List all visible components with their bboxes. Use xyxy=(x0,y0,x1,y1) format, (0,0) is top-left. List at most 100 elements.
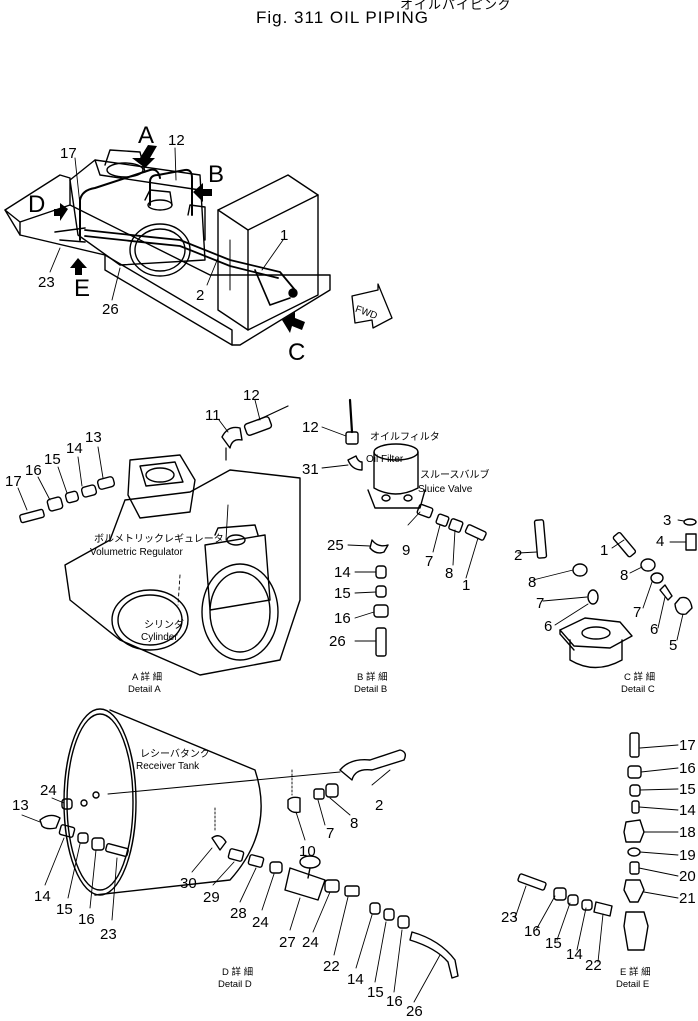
figure-title-japanese: オイルパイピング xyxy=(400,0,513,12)
detail-b-drawing xyxy=(321,398,487,657)
callout: 16 xyxy=(334,610,351,627)
detail-e-caption-jp: E 詳 細 xyxy=(620,966,651,978)
callout: 2 xyxy=(375,797,383,814)
callout: 3 xyxy=(663,512,671,529)
callout: 15 xyxy=(44,451,61,468)
callout: 1 xyxy=(280,227,288,244)
callout: 2 xyxy=(514,547,522,564)
callout: 4 xyxy=(656,533,664,550)
callout: 27 xyxy=(279,934,296,951)
detail-e-caption: Detail E xyxy=(616,979,649,990)
detail-d-caption-jp: D 詳 細 xyxy=(222,966,253,978)
oil-filter-label-jp: オイルフィルタ xyxy=(370,431,440,443)
regulator-label-jp: ボルメトリックレギュレータ xyxy=(94,533,224,545)
fwd-label: FWD xyxy=(354,304,379,322)
callout: 8 xyxy=(445,565,453,582)
detail-a-caption-jp: A 詳 細 xyxy=(132,671,162,683)
figure-title: Fig. 311 OIL PIPING xyxy=(256,8,430,27)
callout: 18 xyxy=(679,824,696,841)
callout: 23 xyxy=(38,274,55,291)
detail-a-drawing xyxy=(17,399,301,676)
callout: 16 xyxy=(78,911,95,928)
callout: 1 xyxy=(462,577,470,594)
callout: 11 xyxy=(205,407,221,424)
callout: 16 xyxy=(679,760,696,777)
callout: 23 xyxy=(100,926,117,943)
callout: 15 xyxy=(679,781,696,798)
callout: 7 xyxy=(536,595,544,612)
callout: 14 xyxy=(34,888,51,905)
oil-filter-label: Oil Filter xyxy=(366,454,404,465)
callout: 13 xyxy=(85,429,102,446)
callout: 15 xyxy=(56,901,73,918)
callout: 16 xyxy=(25,462,42,479)
callout: 2 xyxy=(196,287,204,304)
view-arrow-c: C xyxy=(288,339,305,366)
callout: 12 xyxy=(168,132,185,149)
callout: 28 xyxy=(230,905,247,922)
detail-c-drawing xyxy=(517,518,697,669)
callout: 12 xyxy=(302,419,319,436)
detail-d-drawing xyxy=(21,708,459,1003)
regulator-label: Volumetric Regulator xyxy=(90,547,183,558)
callout: 15 xyxy=(545,935,562,952)
callout: 15 xyxy=(367,984,384,1001)
callout: 25 xyxy=(327,537,344,554)
cylinder-label-jp: シリンダ xyxy=(144,618,184,631)
callout: 6 xyxy=(544,618,552,635)
callout: 23 xyxy=(501,909,518,926)
callout: 24 xyxy=(252,914,269,931)
callout: 29 xyxy=(203,889,220,906)
callout: 9 xyxy=(402,542,410,559)
view-arrow-b: B xyxy=(208,161,224,188)
callout: 19 xyxy=(679,847,696,864)
callout: 14 xyxy=(334,564,351,581)
callout: 8 xyxy=(620,567,628,584)
detail-c-caption: Detail C xyxy=(621,684,655,695)
callout: 14 xyxy=(66,440,83,457)
receiver-tank-label: Receiver Tank xyxy=(136,761,200,772)
callout: 7 xyxy=(425,553,433,570)
callout: 16 xyxy=(524,923,541,940)
callout: 7 xyxy=(326,825,334,842)
callout: 24 xyxy=(302,934,319,951)
callout: 7 xyxy=(633,604,641,621)
callout: 22 xyxy=(323,958,340,975)
callout: 14 xyxy=(347,971,364,988)
callout: 17 xyxy=(5,473,22,490)
view-arrow-a: A xyxy=(138,122,154,149)
cylinder-label: Cylinder xyxy=(141,632,178,643)
callout: 24 xyxy=(40,782,57,799)
view-arrow-d: D xyxy=(28,191,45,218)
callout: 10 xyxy=(299,843,316,860)
callout: 20 xyxy=(679,868,696,885)
callout: 21 xyxy=(679,890,696,907)
callout: 26 xyxy=(102,301,119,318)
callout: 13 xyxy=(12,797,29,814)
callout: 8 xyxy=(528,574,536,591)
callout: 6 xyxy=(650,621,658,638)
overview-assembly xyxy=(4,145,393,346)
detail-b-caption-jp: B 詳 細 xyxy=(357,671,388,683)
sluice-valve-label: Sluice Valve xyxy=(418,484,473,495)
view-arrow-e: E xyxy=(74,275,90,302)
callout: 16 xyxy=(386,993,403,1010)
callout: 17 xyxy=(60,145,77,162)
callout: 1 xyxy=(600,542,608,559)
callout: 30 xyxy=(180,875,197,892)
detail-d-caption: Detail D xyxy=(218,979,252,990)
callout: 14 xyxy=(566,946,583,963)
detail-e-drawing xyxy=(514,732,679,963)
callout: 31 xyxy=(302,461,319,478)
callout: 12 xyxy=(243,387,260,404)
detail-c-caption-jp: C 詳 細 xyxy=(624,671,655,683)
callout: 8 xyxy=(350,815,358,832)
callout: 26 xyxy=(329,633,346,650)
callout: 17 xyxy=(679,737,696,754)
receiver-tank-label-jp: レシーバタンク xyxy=(140,748,210,760)
callout: 26 xyxy=(406,1003,423,1020)
callout: 5 xyxy=(669,637,677,654)
callout: 22 xyxy=(585,957,602,974)
